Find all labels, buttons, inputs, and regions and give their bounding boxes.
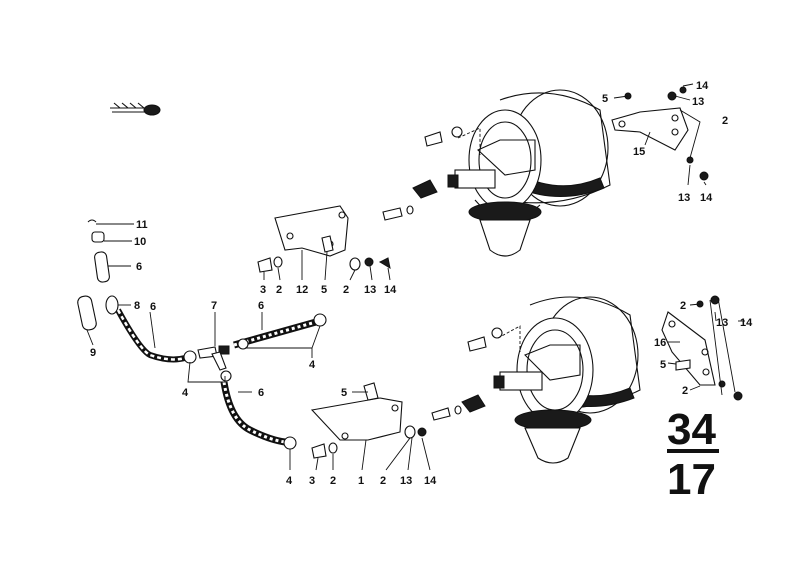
- callout-2: 2: [343, 284, 349, 296]
- vacuum-hoses: [77, 219, 327, 450]
- lower-brake-booster: [431, 296, 641, 464]
- callout-13: 13: [692, 96, 704, 108]
- callout-2: 2: [680, 300, 686, 312]
- callout-7: 7: [211, 300, 217, 312]
- callout-8: 8: [134, 300, 140, 312]
- callout-5: 5: [341, 387, 347, 399]
- upper-brake-booster: [382, 89, 611, 257]
- callout-13: 13: [400, 475, 412, 487]
- callout-14: 14: [740, 317, 753, 329]
- bracket-16: [661, 295, 743, 401]
- callout-6: 6: [136, 261, 142, 273]
- callout-14: 14: [424, 475, 437, 487]
- callout-5: 5: [321, 284, 327, 296]
- callout-13: 13: [678, 192, 690, 204]
- callout-15: 15: [633, 146, 645, 158]
- pin-tool-icon: [110, 102, 161, 116]
- fraction-bar: [667, 449, 719, 453]
- bracket-1: [310, 382, 427, 459]
- callout-9: 9: [90, 347, 96, 359]
- callout-2: 2: [380, 475, 386, 487]
- callout-3: 3: [260, 284, 266, 296]
- callout-13: 13: [364, 284, 376, 296]
- bracket-12: [257, 205, 391, 273]
- group-number: 34 17: [667, 405, 719, 504]
- callout-14: 14: [384, 284, 397, 296]
- callout-3: 3: [309, 475, 315, 487]
- group-number-top: 34: [667, 405, 716, 454]
- callout-6: 6: [258, 300, 264, 312]
- group-number-bottom: 17: [667, 455, 716, 504]
- callout-2: 2: [330, 475, 336, 487]
- callout-10: 10: [134, 236, 146, 248]
- callout-5: 5: [660, 359, 666, 371]
- callout-6: 6: [258, 387, 264, 399]
- callout-1: 1: [358, 475, 364, 487]
- callout-14: 14: [696, 80, 709, 92]
- callout-4: 4: [286, 475, 293, 487]
- callout-4: 4: [309, 359, 316, 371]
- callout-numbers: 11 10 6 8 6 9 7 6 4 4 6 4 3 2 12 5 2 13 …: [90, 80, 753, 487]
- bracket-15: [611, 86, 709, 181]
- callout-4: 4: [182, 387, 189, 399]
- callout-14: 14: [700, 192, 713, 204]
- callout-2: 2: [722, 115, 728, 127]
- callout-16: 16: [654, 337, 666, 349]
- leader-lines: [86, 83, 745, 471]
- callout-13: 13: [716, 317, 728, 329]
- callout-2: 2: [276, 284, 282, 296]
- callout-2: 2: [682, 385, 688, 397]
- callout-11: 11: [136, 219, 148, 231]
- callout-12: 12: [296, 284, 308, 296]
- callout-5: 5: [602, 93, 608, 105]
- callout-6: 6: [150, 301, 156, 313]
